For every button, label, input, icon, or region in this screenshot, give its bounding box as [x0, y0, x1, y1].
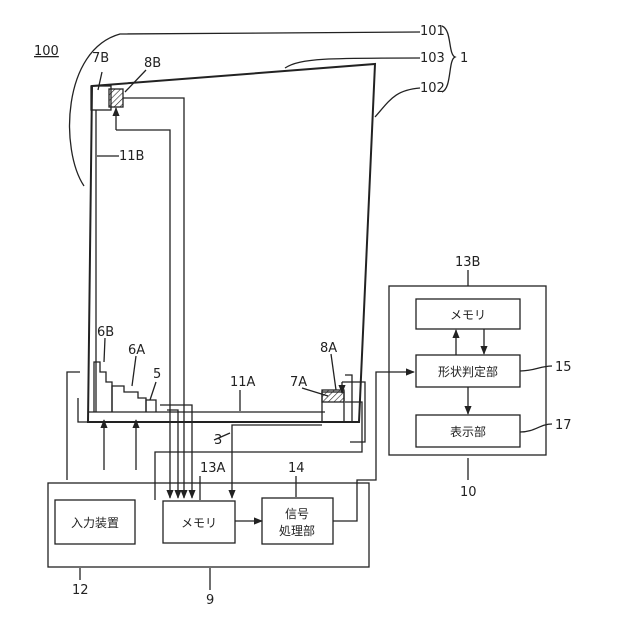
signal-processor-text-1: 信号 — [285, 507, 309, 521]
label-13a: 13A — [200, 461, 226, 476]
base-frame — [78, 375, 352, 422]
step-blocks — [94, 362, 156, 412]
sensor-8a — [322, 390, 344, 402]
label-102: 102 — [420, 81, 445, 96]
label-15: 15 — [555, 360, 572, 375]
label-6a: 6A — [128, 343, 145, 358]
label-7b: 7B — [92, 51, 109, 66]
label-9: 9 — [206, 593, 214, 608]
label-7a: 7A — [290, 375, 307, 390]
glass-plate — [88, 64, 375, 422]
label-8a: 8A — [320, 341, 337, 356]
label-6b: 6B — [97, 325, 114, 340]
label-10: 10 — [460, 485, 477, 500]
sensor-8b — [109, 89, 123, 107]
label-5: 5 — [153, 367, 161, 382]
memory-b-text: メモリ — [450, 308, 486, 322]
label-11a: 11A — [230, 375, 256, 390]
label-17: 17 — [555, 418, 572, 433]
label-12: 12 — [72, 583, 89, 598]
signal-processor-text-2: 処理部 — [279, 523, 315, 538]
memory-a-text: メモリ — [181, 516, 217, 530]
label-103: 103 — [420, 51, 445, 66]
label-1: 1 — [460, 51, 468, 66]
label-13b: 13B — [455, 255, 480, 270]
corner-block-7b — [91, 86, 111, 110]
input-device-text: 入力装置 — [71, 516, 119, 530]
label-11b: 11B — [119, 149, 144, 164]
label-101: 101 — [420, 24, 445, 39]
label-8b: 8B — [144, 56, 161, 71]
label-14: 14 — [288, 461, 305, 476]
label-100: 100 — [34, 44, 59, 59]
label-3: 3 — [214, 433, 222, 448]
display-text: 表示部 — [450, 424, 486, 439]
shape-judge-text: 形状判定部 — [438, 364, 498, 379]
